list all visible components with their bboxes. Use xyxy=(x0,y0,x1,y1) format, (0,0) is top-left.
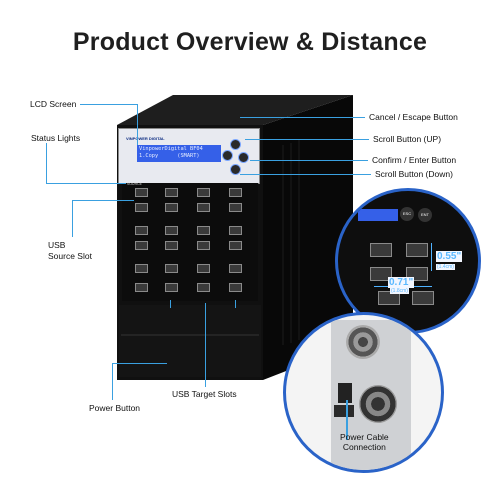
pointer-line xyxy=(80,104,137,105)
usb-slot[interactable] xyxy=(197,283,210,292)
pointer-line xyxy=(170,300,171,308)
label-usb-source: USB Source Slot xyxy=(48,240,92,262)
pointer-line xyxy=(235,300,236,308)
label-lcd-screen: LCD Screen xyxy=(30,99,77,109)
usb-slot[interactable] xyxy=(165,264,178,273)
power-inlet[interactable] xyxy=(334,405,354,417)
usb-slot[interactable] xyxy=(197,203,210,212)
pointer-line xyxy=(240,117,365,118)
usb-slot[interactable] xyxy=(165,241,178,250)
pointer-line xyxy=(112,363,167,364)
pointer-line xyxy=(137,104,138,145)
zoom-lcd xyxy=(358,209,398,221)
zoom-usb-slot xyxy=(370,267,392,281)
zoom-detail-rear xyxy=(283,312,444,473)
pointer-line xyxy=(46,143,47,183)
label-usb-target: USB Target Slots xyxy=(172,389,237,399)
pointer-line xyxy=(72,200,73,237)
usb-slot[interactable] xyxy=(135,264,148,273)
page-title: Product Overview & Distance xyxy=(72,28,428,56)
pointer-line xyxy=(112,363,113,400)
usb-slot[interactable] xyxy=(229,241,242,250)
usb-slot[interactable] xyxy=(229,203,242,212)
zoom-usb-slot xyxy=(406,243,428,257)
brand-logo: VINPOWER DIGITAL xyxy=(126,136,165,141)
cancel-escape-button[interactable] xyxy=(230,139,241,150)
height-cm: (1.4cm) xyxy=(436,264,455,270)
width-inches: 0.71" xyxy=(388,277,415,288)
usb-slot[interactable] xyxy=(197,264,210,273)
usb-slot[interactable] xyxy=(197,226,210,235)
usb-slot[interactable] xyxy=(165,203,178,212)
usb-slot[interactable] xyxy=(135,283,148,292)
label-cancel: Cancel / Escape Button xyxy=(369,112,458,122)
psu-fan-icon xyxy=(359,385,397,423)
label-scroll-up: Scroll Button (UP) xyxy=(373,134,442,144)
confirm-enter-button[interactable] xyxy=(238,152,249,163)
usb-slot[interactable] xyxy=(165,283,178,292)
label-power-cable-text: Power Cable Connection xyxy=(340,432,389,452)
usb-slot[interactable] xyxy=(135,203,148,212)
usb-slot[interactable] xyxy=(165,188,178,197)
usb-slot[interactable] xyxy=(197,241,210,250)
height-inches: 0.55" xyxy=(436,251,463,262)
usb-slot[interactable] xyxy=(197,188,210,197)
usb-slot[interactable] xyxy=(229,188,242,197)
usb-slot[interactable] xyxy=(229,264,242,273)
label-power-button: Power Button xyxy=(89,403,141,413)
usb-slot[interactable] xyxy=(135,226,148,235)
usb-slot[interactable] xyxy=(165,226,178,235)
scroll-up-button[interactable] xyxy=(222,150,233,161)
usb-slot[interactable] xyxy=(229,283,242,292)
pointer-line xyxy=(250,160,368,161)
height-marker xyxy=(431,243,432,271)
pointer-line xyxy=(72,200,134,201)
zoom-usb-slot xyxy=(378,291,400,305)
label-power-cable: Power Cable Connection xyxy=(340,432,389,452)
usb-slot[interactable] xyxy=(135,188,148,197)
width-cm: (1.8cm) xyxy=(390,288,409,294)
pointer-line xyxy=(46,183,126,184)
usb-slot[interactable] xyxy=(135,241,148,250)
lcd-line-2: 1.Copy (SMART) xyxy=(139,153,200,159)
pointer-line xyxy=(240,174,371,175)
zoom-ent-button: ENT xyxy=(418,208,432,222)
source-label: SOURCE xyxy=(127,182,142,186)
lcd-screen: VinpowerDigital BF04 1.Copy (SMART) xyxy=(137,145,221,162)
usb-slot[interactable] xyxy=(229,226,242,235)
scroll-down-button[interactable] xyxy=(230,164,241,175)
zoom-usb-slot xyxy=(412,291,434,305)
zoom-usb-slot xyxy=(370,243,392,257)
pointer-line xyxy=(346,400,348,440)
pointer-line xyxy=(205,303,206,387)
pointer-line xyxy=(245,139,369,140)
label-scroll-down: Scroll Button (Down) xyxy=(375,169,453,179)
rear-fan-icon xyxy=(346,325,380,359)
lcd-line-1: VinpowerDigital BF04 xyxy=(139,146,203,152)
label-confirm: Confirm / Enter Button xyxy=(372,155,457,165)
label-status-lights: Status Lights xyxy=(31,133,81,143)
zoom-esc-button: ESC xyxy=(400,207,414,221)
label-usb-source-text: USB Source Slot xyxy=(48,240,92,261)
power-switch[interactable] xyxy=(338,383,352,403)
